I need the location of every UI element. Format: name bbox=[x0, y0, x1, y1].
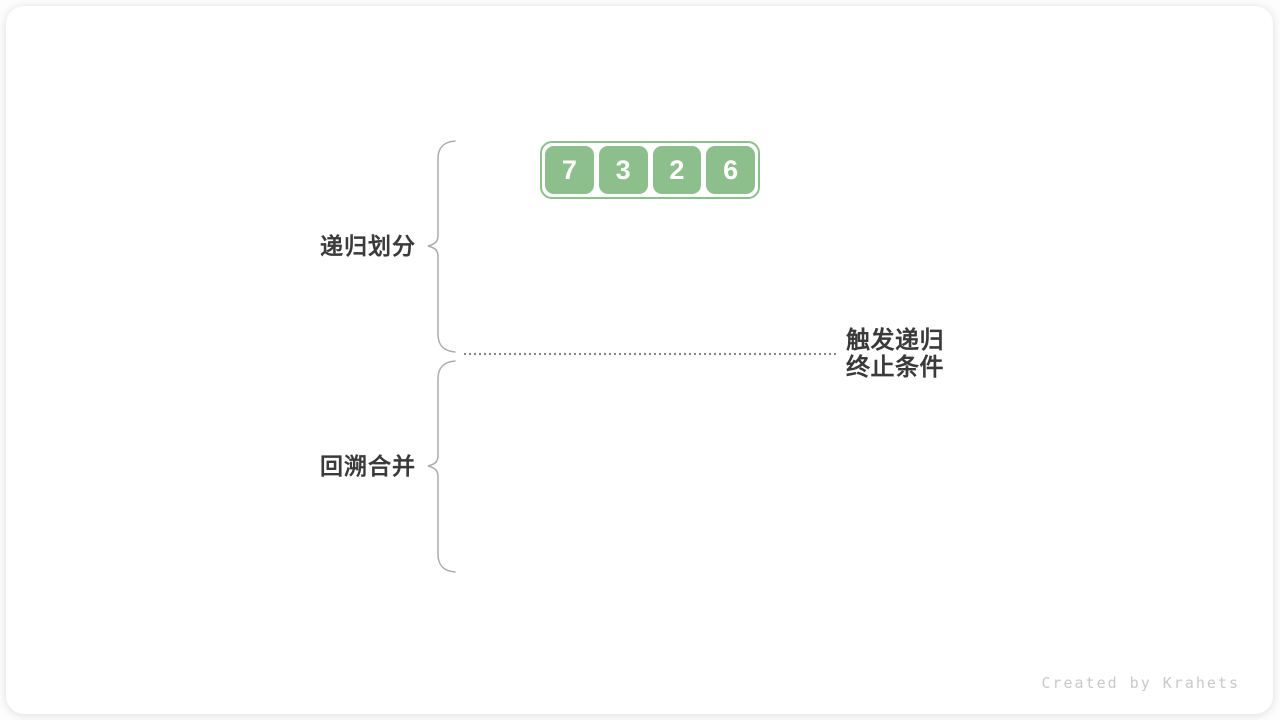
label-backtrack-merge: 回溯合并 bbox=[320, 453, 416, 479]
curly-brace-top-icon bbox=[427, 140, 456, 353]
annotation-line1: 触发递归 bbox=[846, 327, 944, 354]
termination-dotted-line bbox=[464, 353, 836, 355]
array-cell: 7 bbox=[545, 146, 594, 194]
label-recursive-divide: 递归划分 bbox=[320, 233, 416, 259]
annotation-line2: 终止条件 bbox=[846, 354, 944, 381]
diagram-card: 7 3 2 6 递归划分 回溯合并 触发递归 终止条件 Created by K… bbox=[6, 6, 1273, 714]
annotation-termination: 触发递归 终止条件 bbox=[846, 327, 944, 381]
array-cell: 2 bbox=[652, 146, 702, 194]
curly-brace-bottom-icon bbox=[427, 360, 456, 573]
array-container: 7 3 2 6 bbox=[540, 141, 760, 199]
watermark: Created by Krahets bbox=[1041, 674, 1240, 692]
array-cell: 6 bbox=[706, 146, 755, 194]
array-cell: 3 bbox=[598, 146, 648, 194]
